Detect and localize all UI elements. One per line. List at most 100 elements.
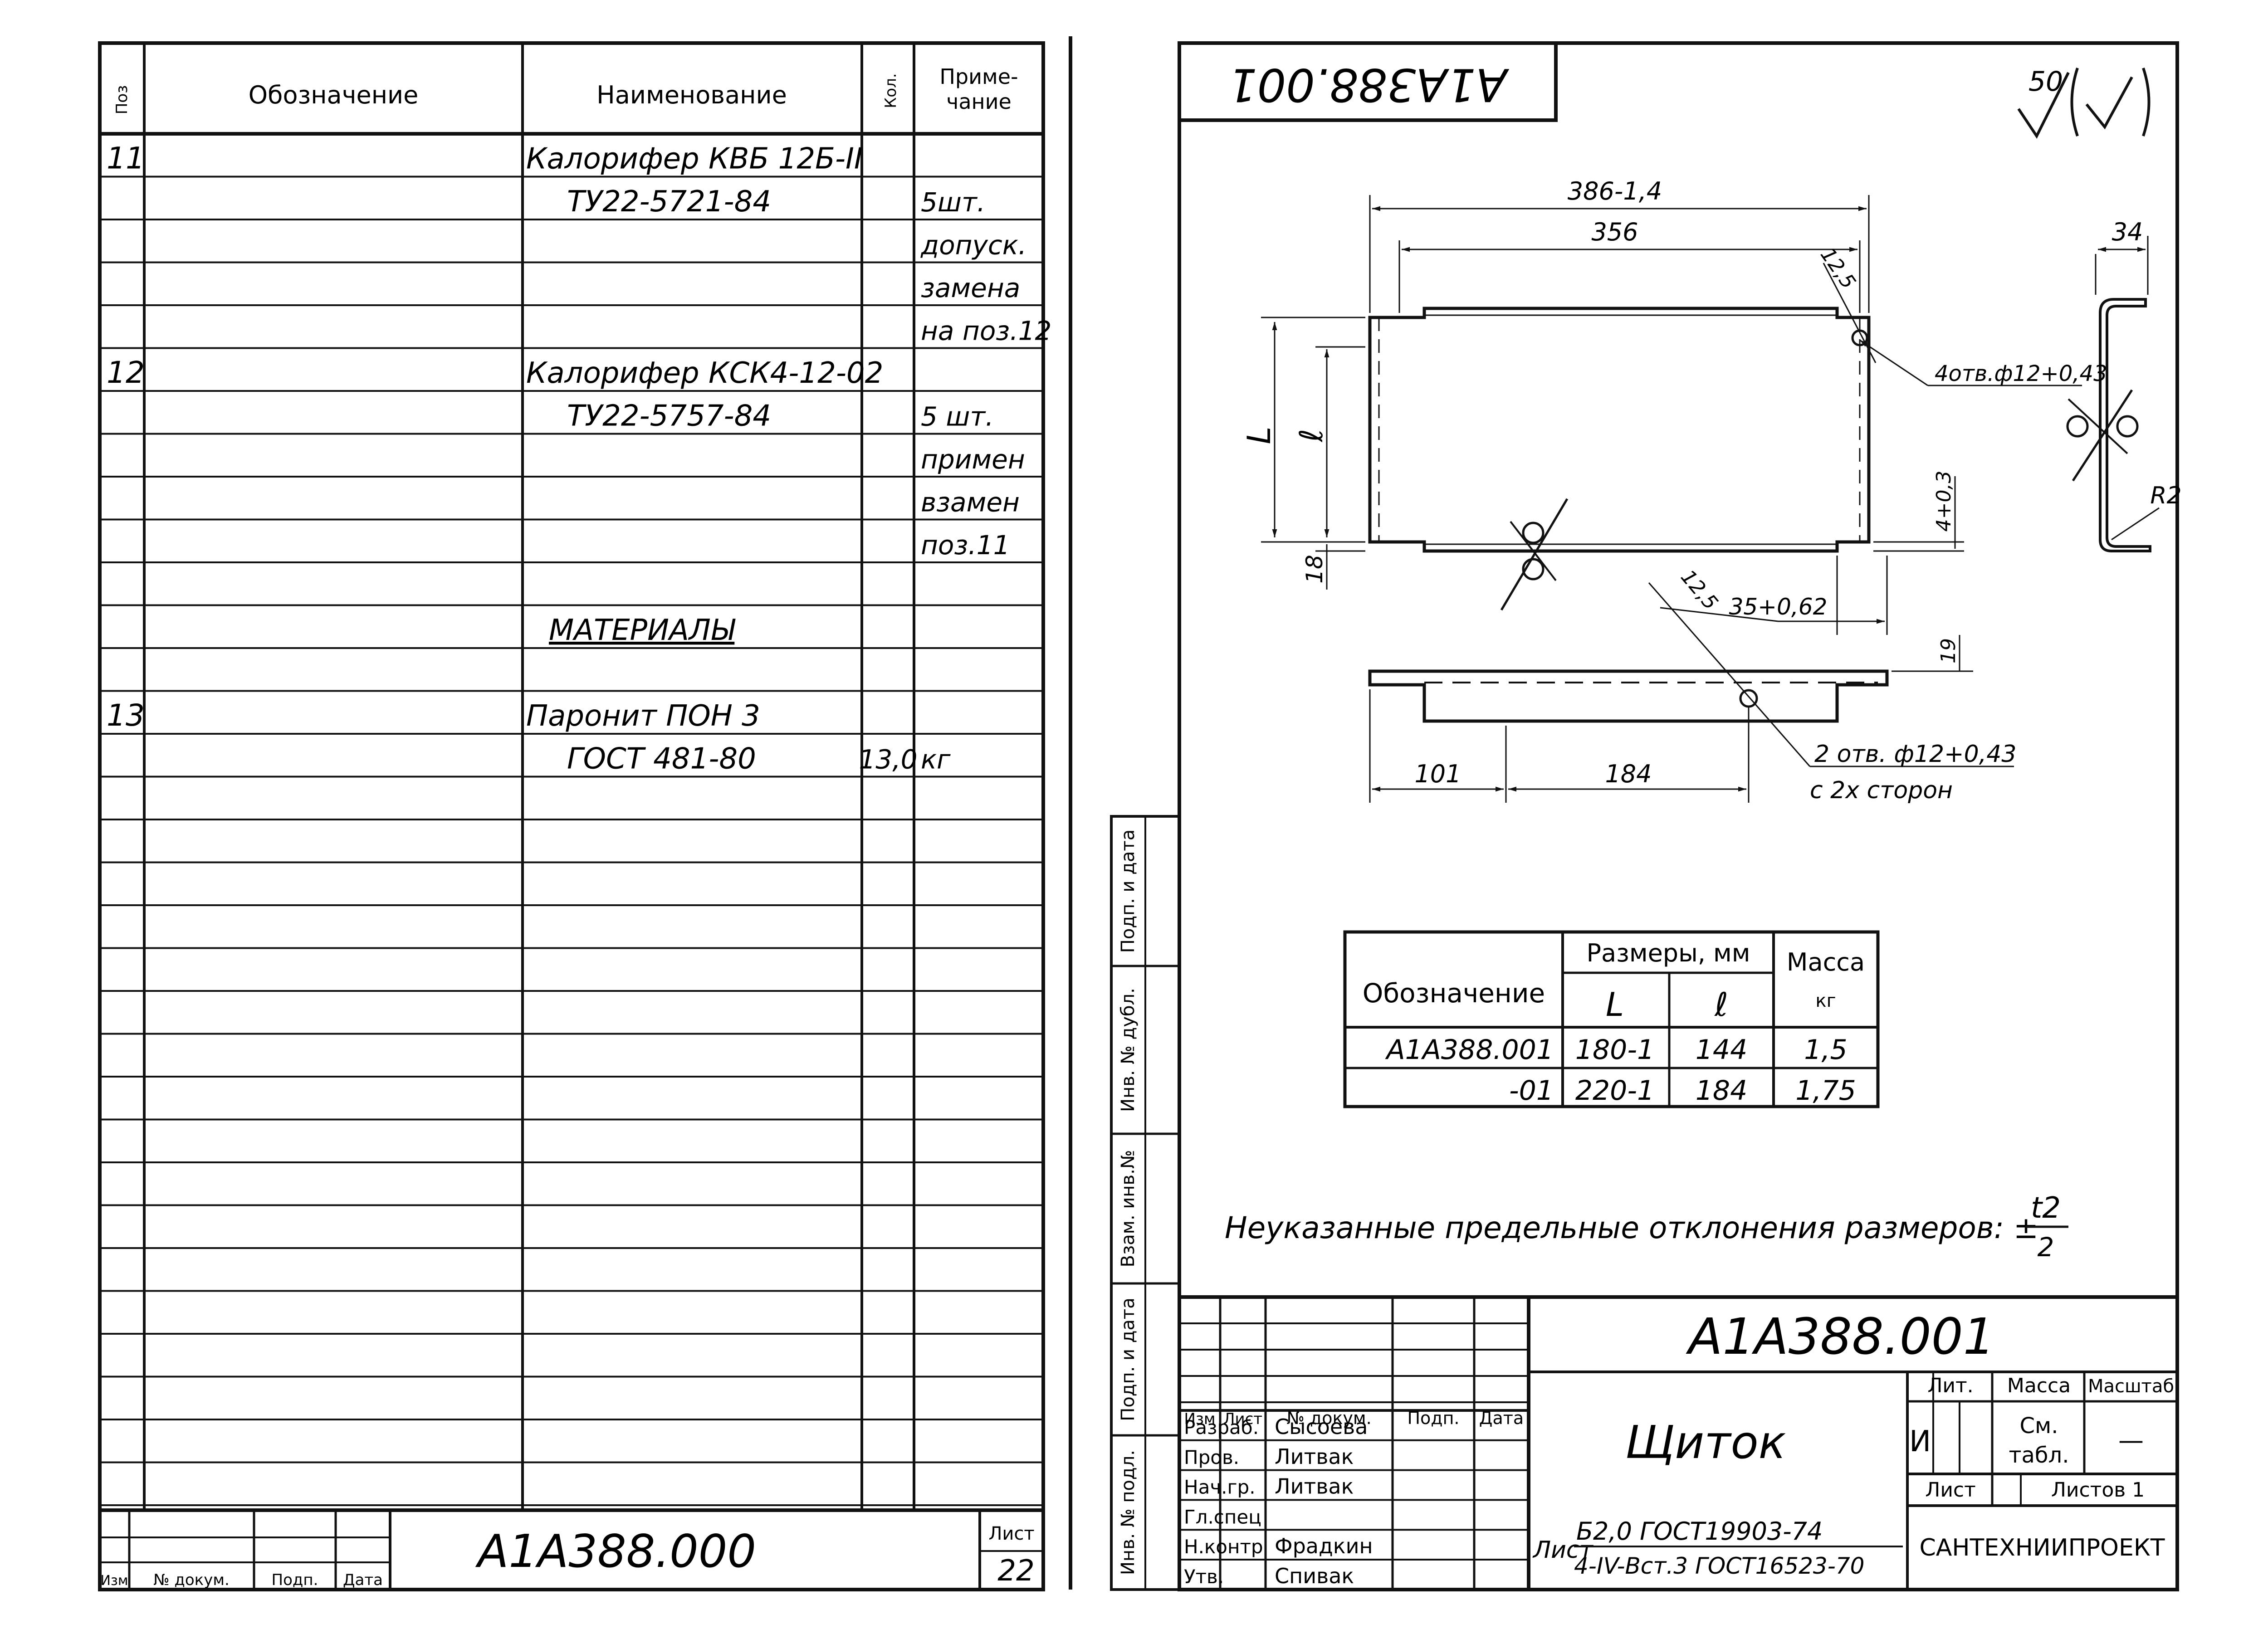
spec-rows: 11 Калорифер КВБ 12Б-II ТУ22-5721-84 5шт. до…: [107, 141, 1051, 776]
tb-role: Утв.: [1184, 1566, 1224, 1588]
dim-inner: 356: [1591, 218, 1638, 246]
inverted-code: А1А388.001: [1228, 59, 1510, 112]
tb-role: Гл.спец: [1184, 1506, 1261, 1528]
tb-role: Н.контр: [1184, 1536, 1263, 1558]
tb-col-list: Лист: [1223, 1410, 1262, 1428]
left-title-code: А1А388.000: [475, 1525, 756, 1578]
tb-scale-value: —: [2118, 1426, 2144, 1455]
spec-name: ТУ22-5757-84: [567, 400, 771, 433]
dim-slot: 35+0,62: [1729, 594, 1828, 620]
tolerance-frac-top: t2: [2031, 1191, 2061, 1225]
tolerance-note: Неуказанные предельные отклонения размер…: [1225, 1210, 2038, 1245]
tb-person: Спивак: [1275, 1564, 1354, 1588]
spec-note: 5шт.: [921, 187, 985, 218]
header-designation: Обозначение: [249, 81, 419, 109]
spec-note: на поз.12: [921, 316, 1051, 346]
tb-material-top: Б2,0 ГОСТ19903-74: [1576, 1517, 1823, 1546]
size-row-l: 144: [1696, 1034, 1748, 1066]
header-pos: Поз: [113, 85, 131, 114]
dim-overall: 386-1,4: [1568, 177, 1662, 205]
dim-18: 18: [1301, 555, 1328, 584]
tb-lit-value: И: [1909, 1425, 1931, 1458]
tb-person: Литвак: [1275, 1474, 1354, 1499]
table-h-l: ℓ: [1714, 985, 1728, 1024]
size-row-mass: 1,75: [1795, 1075, 1856, 1107]
header-name: Наименование: [596, 81, 787, 109]
spec-note: замена: [921, 273, 1020, 303]
left-sheet: [98, 41, 1045, 1591]
spec-qty: 13,0: [859, 744, 917, 775]
tb-role: Разраб.: [1184, 1416, 1259, 1439]
dim-right-depth: 34: [2112, 218, 2143, 246]
size-row-L: 180-1: [1575, 1034, 1654, 1066]
tb-scale-label: Масштаб: [2088, 1376, 2174, 1397]
left-sheet-number: 22: [997, 1554, 1034, 1588]
tb-role: Нач.гр.: [1184, 1476, 1256, 1498]
spec-note: кг: [921, 744, 951, 775]
tb-col-date: Дата: [1479, 1408, 1524, 1428]
spec-pos: 13: [107, 698, 145, 733]
part-name: Щиток: [1625, 1416, 1786, 1469]
side-stamp-label: Инв. № подл.: [1118, 1450, 1139, 1575]
left-col-date: Дата: [343, 1571, 383, 1589]
table-h-mass: Масса: [1787, 948, 1865, 976]
tb-material-prefix: Лист: [1532, 1536, 1593, 1564]
left-col-doc: № докум.: [153, 1571, 230, 1589]
spec-name: ТУ22-5721-84: [567, 185, 771, 219]
tb-role: Пров.: [1184, 1446, 1239, 1468]
dim-holes2-2: с 2х сторон: [1810, 777, 1953, 804]
spec-pos: 12: [107, 355, 145, 390]
side-stamp-label: Инв. № дубл.: [1118, 988, 1139, 1112]
spec-name: Калорифер КСК4-12-02: [526, 356, 883, 390]
dim-corner2: 12,5: [1676, 566, 1722, 615]
table-h-L: L: [1606, 985, 1624, 1024]
left-sheet-label: Лист: [988, 1523, 1034, 1544]
spec-note: поз.11: [921, 530, 1010, 561]
left-col-sign: Подп.: [272, 1571, 318, 1589]
tb-col-izm: Изм: [1184, 1410, 1215, 1428]
dim-corner: 12,5: [1816, 244, 1860, 293]
title-block-roles: Разраб.СысоеваПров.ЛитвакНач.гр.ЛитвакГл…: [1184, 1415, 1373, 1588]
spec-note: 5 шт.: [921, 401, 994, 432]
spec-name: ГОСТ 481-80: [567, 742, 756, 776]
spec-note: допуск.: [920, 230, 1026, 261]
size-table: [1343, 930, 1880, 1108]
side-stamp-label: Взам. инв.№: [1118, 1150, 1139, 1268]
tb-material-bottom: 4-IV-Вст.3 ГОСТ16523-70: [1574, 1553, 1864, 1579]
size-row-designation: А1А388.001: [1385, 1034, 1554, 1066]
dim-holes2-1: 2 отв. ф12+0,43: [1814, 741, 2016, 768]
left-col-izm: Изм: [100, 1573, 128, 1589]
tb-col-doc: № докум.: [1286, 1408, 1371, 1428]
size-row-mass: 1,5: [1804, 1034, 1847, 1066]
spec-pos: 11: [107, 141, 145, 176]
tolerance-frac-bot: 2: [2038, 1232, 2054, 1263]
right-title-code: А1А388.001: [1686, 1307, 1994, 1366]
spec-name: Калорифер КВБ 12Б-II: [526, 142, 863, 176]
header-note-1: Приме-: [939, 64, 1018, 89]
tb-mass-label: Масса: [2007, 1374, 2071, 1397]
table-h-kg: кг: [1815, 990, 1836, 1011]
tb-org: САНТЕХНИИПРОЕКТ: [1919, 1534, 2165, 1561]
dim-19: 19: [1937, 638, 1960, 663]
table-h-dims: Размеры, мм: [1586, 939, 1750, 967]
dim-184: 184: [1605, 760, 1652, 788]
dim-tol: 4+0,3: [1932, 471, 1955, 532]
header-qty: Кол.: [882, 73, 900, 108]
side-profile: [2066, 236, 2160, 552]
roughness-symbol: [2017, 68, 2151, 139]
bottom-view: [1368, 582, 2014, 803]
dim-l: ℓ: [1293, 429, 1330, 443]
dim-r2: R2: [2150, 482, 2181, 509]
dim-L: L: [1241, 427, 1278, 444]
dim-holes: 4отв.ф12+0,43: [1935, 361, 2107, 386]
header-note-2: чание: [946, 89, 1012, 114]
spec-note: взамен: [921, 487, 1020, 518]
spec-name: МАТЕРИАЛЫ: [549, 614, 736, 647]
spec-note: примен: [921, 444, 1025, 475]
tb-person: Сысоева: [1275, 1415, 1368, 1439]
size-row-l: 184: [1696, 1075, 1748, 1107]
dim-101: 101: [1414, 760, 1461, 788]
tb-sheet-label: Лист: [1925, 1478, 1976, 1502]
